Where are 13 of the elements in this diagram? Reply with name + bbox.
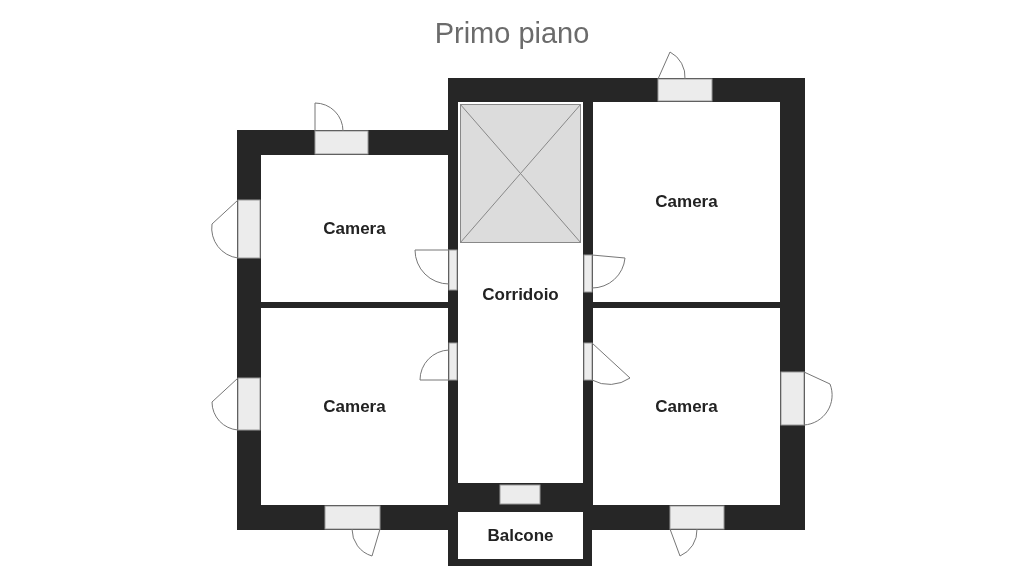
room (458, 512, 583, 559)
room-label: Balcone (487, 524, 554, 547)
room (593, 308, 780, 505)
room-label: Camera (323, 217, 386, 240)
room (458, 102, 583, 483)
room-label: Camera (323, 395, 386, 418)
room (261, 155, 448, 302)
room-label: Camera (655, 191, 718, 214)
room-label: Corridoio (482, 284, 559, 306)
room-label: Camera (655, 395, 718, 418)
floor-title: Primo piano (433, 16, 591, 51)
room (593, 102, 780, 302)
room (261, 308, 448, 505)
